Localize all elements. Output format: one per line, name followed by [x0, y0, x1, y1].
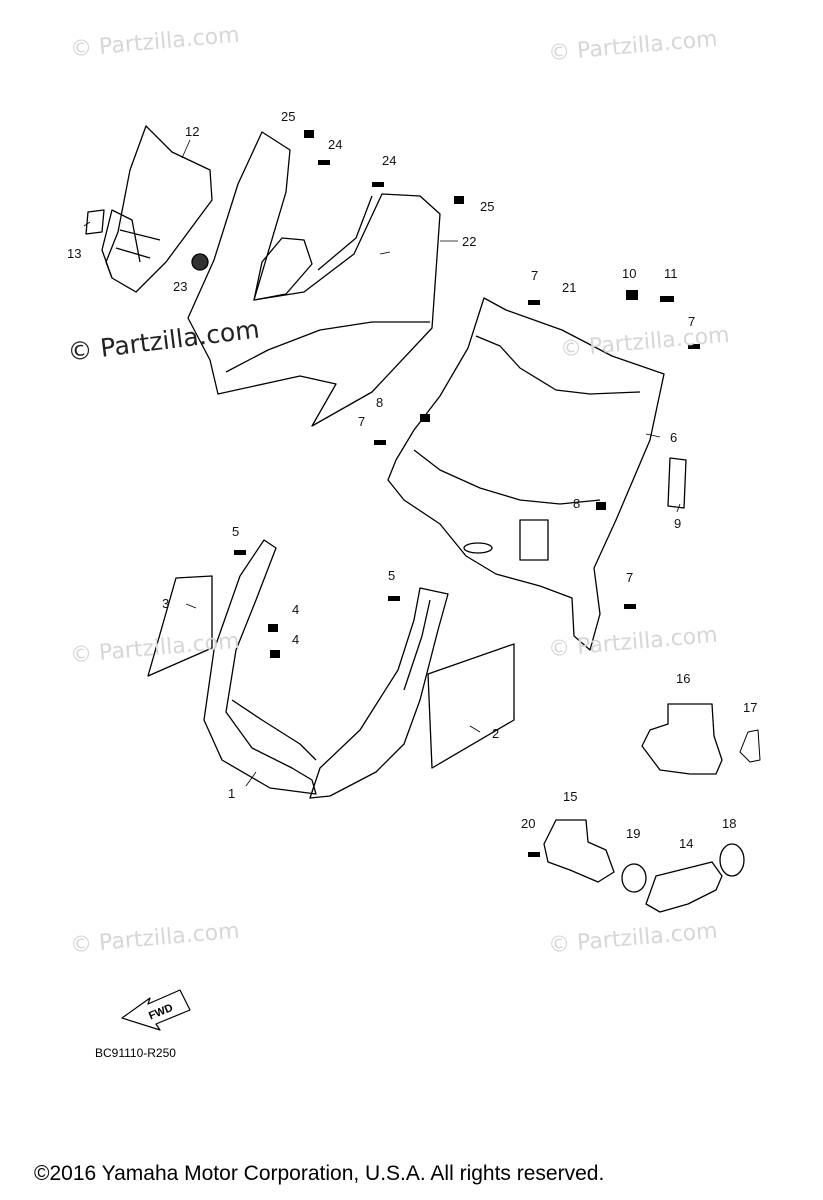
part-13-decal	[85, 209, 105, 235]
callout-25: 25	[480, 199, 495, 214]
callout-18: 18	[722, 816, 737, 831]
callout-16: 16	[676, 671, 691, 686]
part-22-front-panel	[187, 131, 441, 427]
part-14-hose	[645, 861, 723, 913]
callout-23: 23	[173, 279, 188, 294]
callout-8: 8	[376, 395, 384, 410]
callout-17: 17	[743, 700, 758, 715]
reference-code: BC91110-R250	[95, 1046, 176, 1060]
callout-21: 21	[562, 280, 577, 295]
callout-2: 2	[492, 726, 500, 741]
callout-19: 19	[626, 826, 641, 841]
part-9-seal	[667, 457, 687, 509]
fwd-label: FWD	[147, 1002, 175, 1023]
callout-6: 6	[670, 430, 678, 445]
callout-9: 9	[674, 516, 682, 531]
callout-5: 5	[388, 568, 396, 583]
part-12-upper-cover	[101, 125, 213, 293]
callout-1: 1	[228, 786, 236, 801]
callout-3: 3	[162, 596, 170, 611]
part-16-bracket	[641, 703, 723, 775]
part-15-joint	[543, 819, 615, 883]
callout-25: 25	[281, 109, 296, 124]
callout-10: 10	[622, 266, 637, 281]
part-17-wire-clip	[739, 729, 761, 763]
part-2-side-cover	[309, 587, 449, 799]
callout-14: 14	[679, 836, 694, 851]
part-3-decal	[147, 575, 213, 677]
leader-lines	[83, 139, 681, 787]
callout-24: 24	[328, 137, 343, 152]
callout-5: 5	[232, 524, 240, 539]
callout-11: 11	[664, 266, 678, 281]
callout-12: 12	[185, 124, 200, 139]
callout-7: 7	[626, 570, 634, 585]
part-6-inner-panel	[387, 297, 665, 651]
part-19-clamp	[621, 863, 647, 893]
part-23-emblem	[191, 253, 209, 271]
callout-24: 24	[382, 153, 397, 168]
copyright-notice: ©2016 Yamaha Motor Corporation, U.S.A. A…	[34, 1162, 605, 1185]
callout-20: 20	[521, 816, 536, 831]
fwd-arrow: FWD	[121, 989, 191, 1031]
callout-15: 15	[563, 789, 578, 804]
callout-4: 4	[292, 602, 300, 617]
callout-8: 8	[573, 496, 581, 511]
part-2-decal	[427, 643, 515, 769]
fasteners	[234, 130, 700, 857]
part-1-lower-cowl	[203, 539, 317, 795]
callout-7: 7	[358, 414, 366, 429]
callout-7: 7	[688, 314, 696, 329]
part-18-clamp	[719, 843, 745, 877]
callout-13: 13	[67, 246, 82, 261]
callout-4: 4	[292, 632, 300, 647]
callout-7: 7	[531, 268, 539, 283]
callout-22: 22	[462, 234, 477, 249]
